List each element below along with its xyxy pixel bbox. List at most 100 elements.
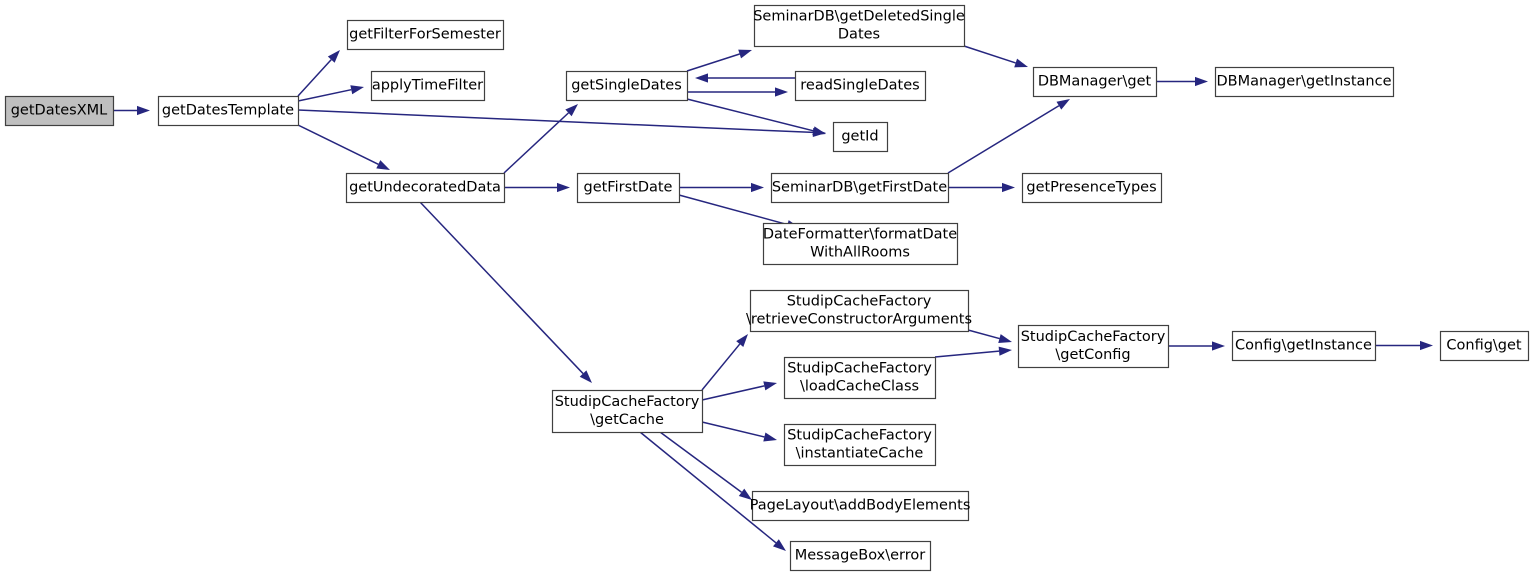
call-edge [686,49,752,72]
graph-node-loadCacheClass[interactable]: StudipCacheFactory\loadCacheClass [783,356,937,400]
graph-node-getId[interactable]: getId [832,121,889,153]
edge-arrowhead [137,105,150,116]
graph-node-ConfigGet[interactable]: Config\get [1439,330,1530,362]
call-edge [701,381,777,401]
edge-arrowhead [1420,340,1433,351]
graph-node-getDatesTemplate[interactable]: getDatesTemplate [157,95,300,127]
call-edge [934,346,1012,358]
edge-arrowhead [751,182,764,193]
edge-arrowhead [998,334,1012,344]
call-edge [297,50,340,97]
graph-node-getCache[interactable]: StudipCacheFactory\getCache [551,389,704,434]
node-box[interactable] [1021,172,1163,204]
edge-arrowhead [376,160,390,170]
node-box[interactable] [346,19,505,51]
call-edge [687,87,788,97]
node-box[interactable] [1231,330,1377,362]
call-edge [504,182,570,193]
edge-line [686,98,814,132]
node-box[interactable] [551,389,704,434]
graph-node-getSingleDates[interactable]: getSingleDates [565,70,689,102]
graph-node-getFilterForSemester[interactable]: getFilterForSemester [346,19,505,51]
graph-node-ConfigGetInstance[interactable]: Config\getInstance [1231,330,1377,362]
graph-node-addBodyElements[interactable]: PageLayout\addBodyElements [750,490,971,522]
graph-node-getPresenceTypes[interactable]: getPresenceTypes [1021,172,1163,204]
node-box[interactable] [370,70,486,102]
edge-arrowhead [738,488,752,500]
node-box[interactable] [770,172,950,204]
edge-arrowhead [763,432,777,442]
node-box[interactable] [749,289,970,333]
edge-line [686,53,740,72]
call-edge [297,85,364,102]
node-box[interactable] [753,4,966,48]
edge-line [934,350,1000,358]
node-box[interactable] [832,121,889,153]
edge-line [678,194,788,226]
node-box[interactable] [1439,330,1530,362]
edge-line [967,329,1000,340]
node-box[interactable] [1214,66,1395,98]
edge-arrowhead [350,85,364,95]
node-box[interactable] [157,95,300,127]
edge-line [963,45,1016,64]
node-box[interactable] [783,423,937,467]
node-box[interactable] [345,172,506,204]
edge-arrowhead [1212,341,1225,351]
call-edge [695,73,795,83]
graph-node-SeminarDBGetFirstDate[interactable]: SeminarDB\getFirstDate [770,172,950,204]
edge-line [659,431,742,493]
node-box[interactable] [565,70,689,102]
graph-node-DBManagerGetInstance[interactable]: DBManager\getInstance [1214,66,1395,98]
graph-node-getUndecoratedData[interactable]: getUndecoratedData [345,172,506,204]
call-edge [701,421,777,442]
node-box[interactable] [762,222,959,266]
graph-node-applyTimeFilter[interactable]: applyTimeFilter [370,70,486,102]
edge-arrowhead [1014,58,1028,68]
call-edge [1375,340,1433,351]
node-box[interactable] [789,540,932,572]
node-box[interactable] [751,490,970,522]
edge-line [503,112,570,174]
edge-arrowhead [579,370,592,383]
graph-node-readSingleDates[interactable]: readSingleDates [794,70,927,102]
call-edge [297,124,390,170]
node-box[interactable] [1032,66,1158,98]
node-box[interactable] [783,356,937,400]
node-box[interactable] [794,70,927,102]
edge-line [297,124,379,165]
edge-arrowhead [695,73,708,83]
edge-arrowhead [775,87,788,97]
call-edge [1156,76,1208,87]
graph-node-retrieveConstructorArguments[interactable]: StudipCacheFactory\retrieveConstructorAr… [746,289,972,333]
graph-node-instantiateCache[interactable]: StudipCacheFactory\instantiateCache [783,423,937,467]
call-edge [659,431,752,500]
call-edge [1168,341,1225,351]
edge-line [297,59,332,97]
node-box[interactable] [4,95,115,127]
graph-node-getDatesXML[interactable]: getDatesXML [4,95,115,127]
node-box[interactable] [576,172,681,204]
edge-arrowhead [773,539,786,551]
edge-line [639,431,777,544]
graph-node-DBManagerGet[interactable]: DBManager\get [1032,66,1158,98]
edge-line [297,88,352,102]
edge-line [701,343,741,391]
edge-line [297,109,814,134]
edge-arrowhead [1195,76,1208,87]
graph-node-getFirstDate[interactable]: getFirstDate [576,172,681,204]
call-edge [639,431,786,551]
graph-node-messageBoxError[interactable]: MessageBox\error [789,540,932,572]
edge-arrowhead [736,334,748,347]
graph-node-getConfig[interactable]: StudipCacheFactory\getConfig [1017,324,1170,369]
node-box[interactable] [1017,324,1170,369]
edge-arrowhead [763,381,777,391]
edge-line [701,385,765,401]
edge-arrowhead [998,346,1012,356]
call-edge [686,98,826,136]
call-edge [679,182,764,193]
